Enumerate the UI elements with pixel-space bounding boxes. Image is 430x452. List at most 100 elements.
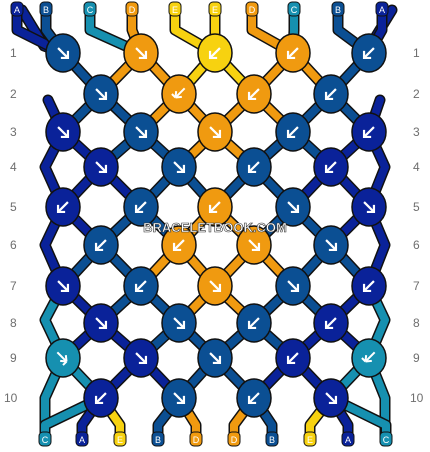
- row-label-left: 1: [10, 46, 17, 60]
- knot[interactable]: [83, 74, 119, 114]
- knot-arrow-icon: [247, 317, 260, 330]
- knot-arrow-icon: [208, 47, 221, 60]
- string-letter-top: E: [172, 5, 178, 15]
- knot[interactable]: [45, 266, 81, 306]
- knot[interactable]: [313, 303, 349, 343]
- string-letter-top: A: [379, 5, 385, 15]
- knot[interactable]: [161, 303, 197, 343]
- row-label-left: 9: [10, 351, 17, 365]
- string-tag-bottom: [38, 431, 52, 447]
- knot[interactable]: [161, 74, 197, 114]
- knot[interactable]: [83, 378, 119, 418]
- knot[interactable]: [313, 225, 349, 265]
- string-letter-top: B: [43, 5, 49, 15]
- row-label-left: 7: [10, 279, 17, 293]
- row-label-right: 9: [413, 351, 420, 365]
- knot-arrow-icon: [95, 161, 108, 174]
- knot[interactable]: [123, 338, 159, 378]
- knot-arrow-icon: [248, 239, 261, 252]
- string-letter-bottom: B: [155, 435, 161, 445]
- knot-arrow-icon: [173, 392, 186, 405]
- knot[interactable]: [123, 33, 159, 73]
- knot-layer: [45, 33, 387, 418]
- knot[interactable]: [236, 378, 272, 418]
- string-tag-bottom: [75, 431, 89, 447]
- knot-arrow-icon: [57, 126, 70, 139]
- row-label-left: 5: [10, 200, 17, 214]
- knot[interactable]: [351, 112, 387, 152]
- knot[interactable]: [275, 187, 311, 227]
- knot-arrow-icon: [247, 161, 260, 174]
- knot[interactable]: [236, 225, 272, 265]
- knot[interactable]: [236, 303, 272, 343]
- row-label-right: 6: [413, 238, 420, 252]
- row-label-right: 2: [413, 87, 420, 101]
- knot[interactable]: [197, 338, 233, 378]
- string-letter-bottom: C: [383, 435, 390, 445]
- knot[interactable]: [313, 378, 349, 418]
- knot[interactable]: [45, 187, 81, 227]
- knot[interactable]: [45, 338, 81, 378]
- knot[interactable]: [351, 266, 387, 306]
- string-tag-bottom: [151, 431, 165, 447]
- string-tag-bottom: [113, 431, 127, 447]
- knot[interactable]: [45, 33, 81, 73]
- string-letter-bottom: A: [345, 435, 351, 445]
- knot[interactable]: [275, 266, 311, 306]
- string-letter-top: E: [212, 5, 218, 15]
- string-letter-top: C: [291, 5, 298, 15]
- knot-arrow-icon: [208, 201, 221, 214]
- knot[interactable]: [275, 112, 311, 152]
- knot-arrow-icon: [363, 201, 376, 214]
- knot-arrow-icon: [362, 126, 375, 139]
- knot[interactable]: [351, 187, 387, 227]
- string-letter-bottom: D: [193, 435, 200, 445]
- knot[interactable]: [123, 187, 159, 227]
- knot-arrow-icon: [56, 351, 68, 366]
- knot[interactable]: [161, 225, 197, 265]
- knot[interactable]: [236, 147, 272, 187]
- string-tag-top: [208, 1, 222, 17]
- knot[interactable]: [45, 112, 81, 152]
- row-label-right: 3: [413, 125, 420, 139]
- string-tag-top: [10, 1, 24, 17]
- knot[interactable]: [351, 338, 387, 378]
- knot[interactable]: [197, 33, 233, 73]
- string-letter-top: D: [249, 5, 256, 15]
- string-tag-bottom: [341, 431, 355, 447]
- knot[interactable]: [197, 187, 233, 227]
- knot-arrow-icon: [209, 126, 222, 139]
- knot[interactable]: [275, 338, 311, 378]
- knot-arrow-icon: [247, 392, 260, 405]
- knot[interactable]: [123, 266, 159, 306]
- knot[interactable]: [351, 33, 387, 73]
- knot[interactable]: [161, 378, 197, 418]
- knot-arrow-icon: [325, 239, 338, 252]
- row-label-left: 3: [10, 125, 17, 139]
- row-label-right: 1: [413, 46, 420, 60]
- knot[interactable]: [197, 112, 233, 152]
- row-label-right: 10: [410, 391, 424, 405]
- string-tag-bottom: [227, 431, 241, 447]
- knot[interactable]: [123, 112, 159, 152]
- string-tag-bottom: [379, 431, 393, 447]
- knot-arrow-icon: [209, 352, 222, 365]
- row-label-left: 4: [10, 160, 17, 174]
- string-letter-top: A: [14, 5, 20, 15]
- strand-top-3: [86, 8, 145, 57]
- knot[interactable]: [313, 74, 349, 114]
- knot[interactable]: [275, 33, 311, 73]
- knot[interactable]: [161, 147, 197, 187]
- knot-arrow-icon: [287, 280, 300, 293]
- knot-arrow-icon: [135, 126, 148, 139]
- knot[interactable]: [313, 147, 349, 187]
- knot[interactable]: [236, 74, 272, 114]
- knot[interactable]: [197, 266, 233, 306]
- knot[interactable]: [83, 147, 119, 187]
- knot-arrow-icon: [57, 47, 70, 60]
- knot[interactable]: [83, 303, 119, 343]
- knot-arrow-icon: [171, 87, 186, 99]
- string-letter-bottom: B: [269, 435, 275, 445]
- knot[interactable]: [83, 225, 119, 265]
